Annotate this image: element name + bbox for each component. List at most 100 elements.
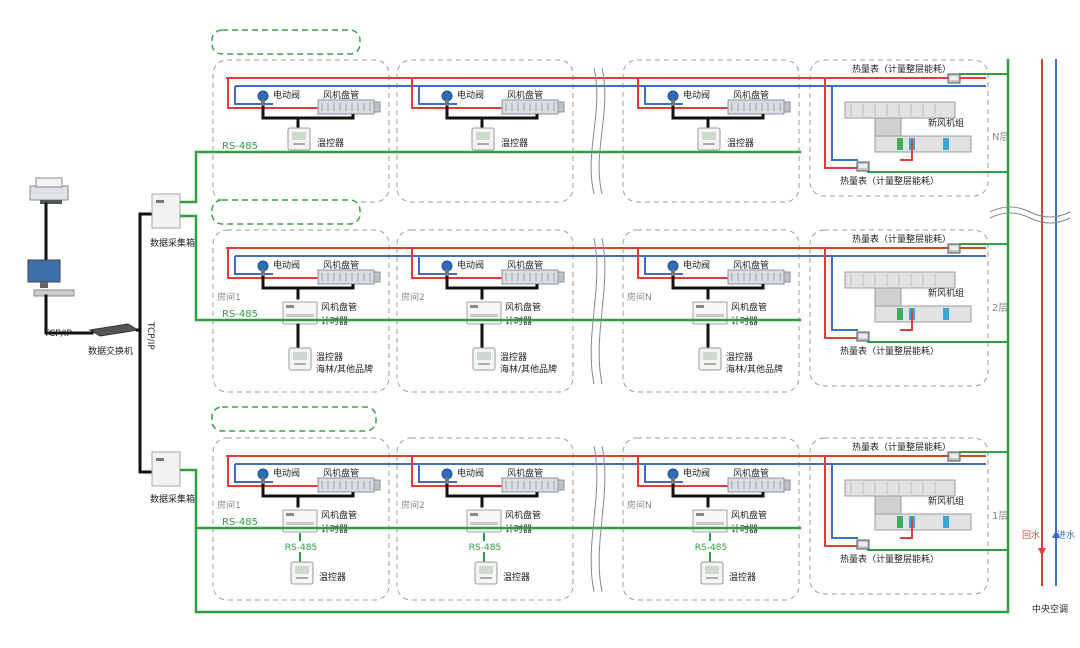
rs485-sub-label: RS-485 — [285, 543, 317, 553]
room-supply-branch — [637, 456, 753, 487]
heat-meter-label-bottom: 热量表（计量整层能耗） — [840, 175, 939, 187]
valve-icon — [441, 468, 453, 484]
brand-label: 海林/其他品牌 — [316, 363, 373, 375]
data-box-icon — [151, 451, 181, 487]
heat-meter-icon — [947, 451, 961, 462]
section-title-box — [211, 199, 361, 225]
thermostat-label: 温控器 — [727, 137, 754, 149]
fan-coil-end — [557, 479, 565, 491]
data-box-label — [156, 200, 164, 203]
fresh-air-unit-icon — [844, 479, 972, 531]
valve-icon — [667, 468, 679, 484]
break-mark — [590, 445, 598, 593]
room-label: 房间N — [627, 499, 652, 511]
heat-meter-icon — [947, 73, 961, 84]
fan-coil-label: 风机盘管 — [323, 89, 359, 101]
fan-coil-icon — [317, 99, 381, 115]
valve-icon — [441, 260, 453, 276]
floor-unit-box — [809, 59, 989, 197]
ahu-supply — [824, 78, 860, 169]
fan-coil-icon — [317, 269, 381, 285]
valve-label: 电动阀 — [457, 467, 484, 479]
room-return-branch — [644, 464, 683, 483]
ahu-fan — [943, 138, 949, 150]
fan-coil-label: 风机盘管 — [323, 259, 359, 271]
room-return-branch — [644, 86, 683, 105]
timer-fan-coil-label: 风机盘管 — [505, 509, 541, 521]
fan-coil-icon — [727, 269, 791, 285]
tcpip-label-left: TCP/IP — [43, 329, 72, 339]
break-mark — [598, 237, 606, 385]
valve-label: 电动阀 — [683, 259, 710, 271]
valve-head — [441, 90, 453, 102]
fan-coil-icon — [501, 99, 565, 115]
timer-terminal — [696, 314, 724, 317]
thermostat-icon — [697, 127, 721, 151]
timer-fan-coil-label: 风机盘管 — [505, 301, 541, 313]
ahu-bottom — [874, 135, 972, 153]
fan-coil-icon — [501, 269, 565, 285]
valve-label: 电动阀 — [273, 467, 300, 479]
valve-icon — [257, 90, 269, 106]
floor-unit-box — [809, 229, 989, 387]
thermostat-icon — [290, 561, 314, 585]
fan-coil-end — [557, 271, 565, 283]
thermostat-screen — [295, 566, 309, 574]
valve-label: 电动阀 — [457, 259, 484, 271]
section-title-box — [211, 406, 377, 432]
heat-meter-label-top: 热量表（计量整层能耗） — [852, 441, 951, 453]
thermostat-screen — [702, 132, 716, 140]
room-return-branch — [234, 86, 273, 105]
section-title-box — [211, 29, 361, 55]
floor-unit-box — [809, 437, 989, 595]
valve-stem — [445, 270, 449, 276]
valve-stem — [445, 478, 449, 484]
fan-coil-end — [783, 271, 791, 283]
thermostat-screen — [477, 352, 491, 360]
control-cable — [261, 484, 355, 498]
valve-head — [667, 468, 679, 480]
timer-terminal — [470, 522, 498, 525]
thermostat-screen — [703, 352, 717, 360]
fan-coil-label: 风机盘管 — [733, 259, 769, 271]
heat-meter-label-bottom: 热量表（计量整层能耗） — [840, 345, 939, 357]
fan-coil-icon — [501, 477, 565, 493]
rs485-sub-label: RS-485 — [469, 543, 501, 553]
valve-head — [667, 260, 679, 272]
break-mark — [598, 67, 606, 195]
fan-coil-icon — [317, 477, 381, 493]
fan-coil-end — [373, 101, 381, 113]
valve-label: 电动阀 — [273, 89, 300, 101]
fan-coil-label: 风机盘管 — [507, 259, 543, 271]
timer-label — [696, 513, 704, 516]
control-cable — [445, 106, 539, 120]
valve-label: 电动阀 — [457, 89, 484, 101]
room-supply-branch — [411, 78, 527, 109]
ahu-red-loop — [900, 518, 913, 539]
thermostat-label: 温控器 — [316, 351, 343, 363]
central-ac-label: 中央空调 — [1032, 603, 1068, 615]
room-supply-branch — [411, 456, 527, 487]
thermostat-buttons — [706, 577, 718, 579]
heat-meter-icon — [856, 331, 870, 342]
timer-controller-icon — [692, 301, 728, 325]
rs485-label: RS-485 — [222, 141, 258, 152]
valve-label: 电动阀 — [683, 467, 710, 479]
ahu-coil-green — [897, 516, 903, 528]
room-box — [396, 437, 574, 601]
fresh-air-unit-label: 新风机组 — [928, 287, 964, 299]
room-return-branch — [418, 256, 457, 275]
thermostat-screen — [292, 132, 306, 140]
thermostat-icon — [288, 347, 312, 371]
meter-display — [859, 164, 867, 168]
heat-meter-label-top: 热量表（计量整层能耗） — [852, 233, 951, 245]
room-label: 房间2 — [401, 499, 425, 511]
thermostat-label: 温控器 — [729, 571, 756, 583]
thermostat-label: 温控器 — [501, 137, 528, 149]
thermostat-screen — [479, 566, 493, 574]
timer-controller-icon — [692, 509, 728, 533]
room-box — [396, 59, 574, 203]
valve-icon — [441, 90, 453, 106]
supply-water-label: 进水 — [1057, 529, 1075, 541]
room-label: 房间N — [627, 291, 652, 303]
